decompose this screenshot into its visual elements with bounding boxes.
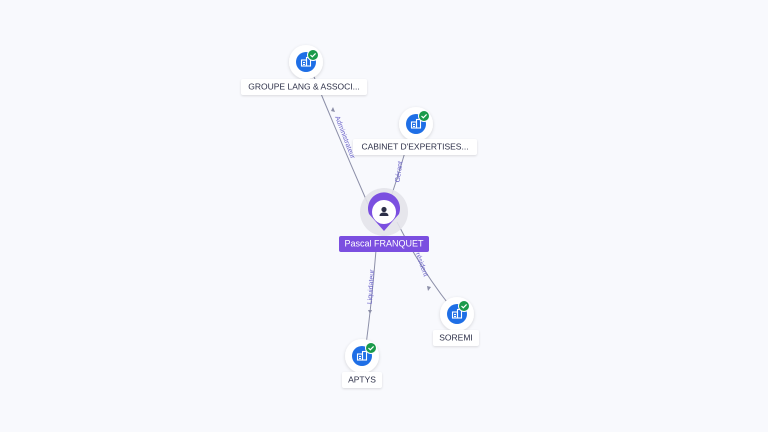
edge-label-administrateur: Administrateur xyxy=(333,115,356,160)
person-icon xyxy=(379,206,389,216)
company-label-aptys: APTYS xyxy=(342,372,382,388)
building-icon xyxy=(410,118,422,129)
svg-text:GROUPE LANG & ASSOCI...: GROUPE LANG & ASSOCI... xyxy=(248,81,359,91)
company-label-soremi: SOREMI xyxy=(433,330,479,346)
check-icon xyxy=(418,110,430,122)
company-node-soremi[interactable] xyxy=(440,297,474,331)
company-node-aptys[interactable] xyxy=(345,339,379,373)
company-label-cabinet: CABINET D'EXPERTISES... xyxy=(353,139,477,155)
edge-soremi[interactable]: Président xyxy=(396,221,451,307)
svg-text:Pascal FRANQUET: Pascal FRANQUET xyxy=(344,238,424,248)
company-label-groupe-lang: GROUPE LANG & ASSOCI... xyxy=(241,79,367,95)
check-icon xyxy=(458,300,470,312)
company-node-groupe-lang[interactable] xyxy=(289,45,323,79)
svg-text:SOREMI: SOREMI xyxy=(439,332,473,342)
person-name-tag: Pascal FRANQUET xyxy=(339,236,429,252)
company-node-cabinet[interactable] xyxy=(399,107,433,141)
edge-label-liquidateur: Liquidateur xyxy=(367,269,376,305)
check-icon xyxy=(307,49,319,61)
svg-text:APTYS: APTYS xyxy=(348,374,376,384)
building-icon xyxy=(356,350,368,361)
svg-text:CABINET D'EXPERTISES...: CABINET D'EXPERTISES... xyxy=(361,141,468,151)
edge-aptys[interactable]: Liquidateur xyxy=(365,249,377,346)
person-node[interactable] xyxy=(360,188,408,236)
edge-label-gerant: Gérant xyxy=(395,161,405,183)
check-icon xyxy=(365,342,377,354)
